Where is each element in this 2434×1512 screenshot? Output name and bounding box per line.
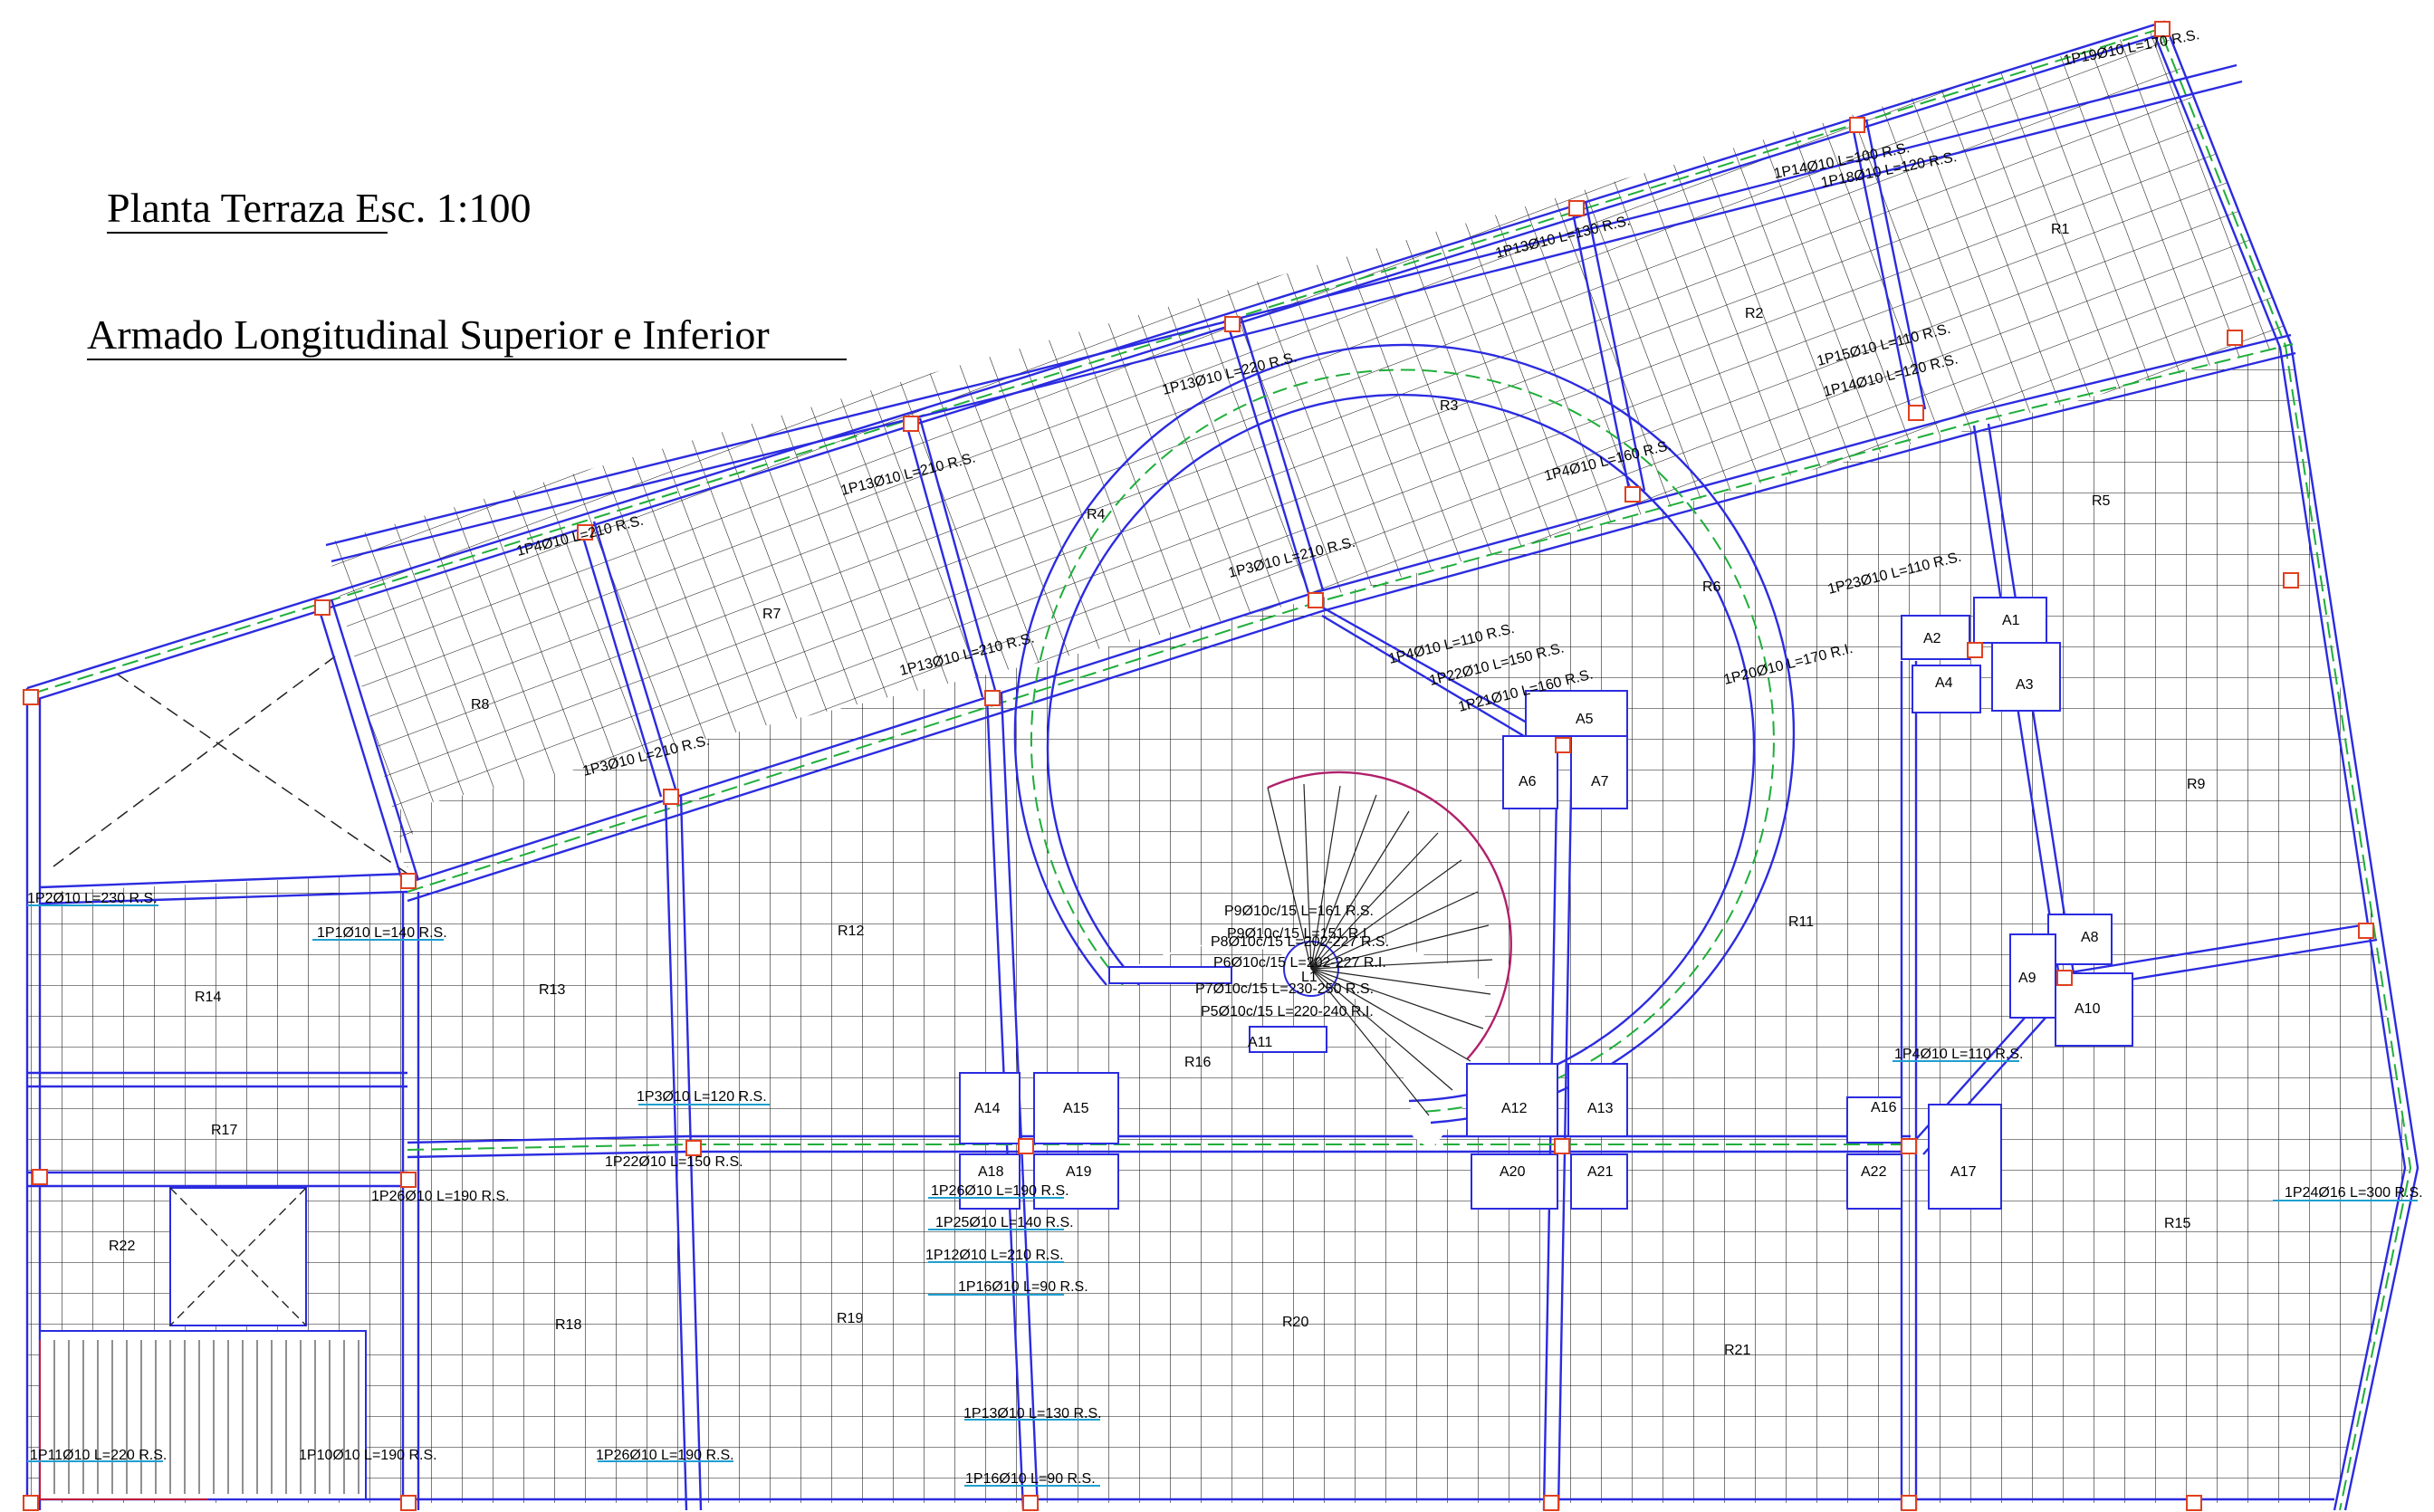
slab-label: R18 xyxy=(555,1317,581,1333)
rebar-label: 1P26Ø10 L=190 R.S. xyxy=(596,1448,734,1463)
abaco-label: A21 xyxy=(1587,1164,1614,1180)
abaco-labels: A1 A2 A3 A4 A5 A6 A7 A8 A9 A10 A11 A12 A… xyxy=(974,613,2101,1180)
stair-label: L1 xyxy=(1301,970,1318,985)
rebar-label: 1P16Ø10 L=90 R.S. xyxy=(958,1279,1088,1295)
slab-label: R7 xyxy=(762,607,781,622)
reinforcement-title: Armado Longitudinal Superior e Inferior xyxy=(87,311,770,358)
slab-label: R15 xyxy=(2164,1216,2190,1231)
void-area xyxy=(36,616,408,892)
slab-label: R22 xyxy=(109,1239,135,1254)
slab-label: R2 xyxy=(1745,306,1764,321)
slab-label: R6 xyxy=(1702,579,1721,595)
abaco-label: A11 xyxy=(1248,1035,1272,1050)
abaco-label: A5 xyxy=(1576,712,1594,727)
abaco-boxes xyxy=(959,597,2133,1210)
rebar-label: P8Ø10c/15 L=202-227 R.S. xyxy=(1211,934,1389,950)
rebar-label: 1P16Ø10 L=90 R.S. xyxy=(965,1471,1096,1487)
rebar-label: 1P1Ø10 L=140 R.S. xyxy=(317,925,447,941)
rebar-label: P6Ø10c/15 L=202-227 R.I. xyxy=(1213,955,1386,971)
abaco-label: A16 xyxy=(1871,1100,1897,1115)
abaco-label: A14 xyxy=(974,1101,1001,1116)
plan-title: Planta Terraza Esc. 1:100 xyxy=(107,185,532,231)
slab-label: R19 xyxy=(837,1311,863,1326)
rebar-label: 1P24Ø16 L=300 R.S. xyxy=(2285,1185,2423,1201)
abaco-label: A19 xyxy=(1066,1164,1092,1180)
abaco-label: A22 xyxy=(1861,1164,1887,1180)
rebar-label: 1P4Ø10 L=110 R.S. xyxy=(1894,1047,2023,1062)
abaco-label: A15 xyxy=(1063,1101,1089,1116)
slab-label: R3 xyxy=(1440,398,1459,414)
rebar-label: 1P10Ø10 L=190 R.S. xyxy=(299,1448,437,1463)
rebar-leaders xyxy=(27,904,2418,1487)
rebar-label: 1P26Ø10 L=190 R.S. xyxy=(371,1189,510,1204)
rebar-label: P9Ø10c/15 L=161 R.S. xyxy=(1224,904,1374,919)
slab-label: R20 xyxy=(1282,1315,1308,1330)
abaco-label: A8 xyxy=(2081,930,2099,945)
secondary-beams-upper xyxy=(315,119,1927,884)
rebar-label: 1P13Ø10 L=130 R.S. xyxy=(963,1406,1102,1421)
spiral-staircase xyxy=(1013,343,1796,1150)
slab-label: R4 xyxy=(1087,507,1106,522)
slab-label: R14 xyxy=(195,990,221,1005)
rebar-label: 1P3Ø10 L=120 R.S. xyxy=(637,1089,767,1105)
columns xyxy=(23,21,2374,1511)
abaco-label: A3 xyxy=(2016,677,2034,693)
main-diagonal-beam xyxy=(40,63,2296,905)
stairwell-void xyxy=(39,1187,367,1500)
slab-label: R1 xyxy=(2051,222,2070,237)
rebar-label: 1P11Ø10 L=220 R.S. xyxy=(30,1448,167,1463)
abaco-label: A1 xyxy=(2002,613,2020,628)
abaco-label: A20 xyxy=(1500,1164,1526,1180)
abaco-label: A4 xyxy=(1935,675,1953,691)
rebar-label: 1P12Ø10 L=210 R.S. xyxy=(925,1248,1064,1263)
slab-label: R17 xyxy=(211,1123,237,1138)
abaco-label: A13 xyxy=(1587,1101,1614,1116)
slab-labels: R1 R2 R3 R4 R5 R6 R7 R8 R9 R11 R12 R13 R… xyxy=(109,222,2206,1358)
slab-label: R21 xyxy=(1724,1343,1750,1358)
rebar-label: 1P26Ø10 L=190 R.S. xyxy=(931,1183,1069,1199)
rebar-label: P9Ø10c/15 L=151 R.I. xyxy=(1227,926,1371,942)
rebar-label: 1P22Ø10 L=150 R.S. xyxy=(605,1154,743,1170)
abaco-label: A18 xyxy=(978,1164,1004,1180)
abaco-label: A9 xyxy=(2018,971,2036,986)
rebar-label: 1P25Ø10 L=140 R.S. xyxy=(935,1215,1074,1230)
abaco-label: A12 xyxy=(1501,1101,1528,1116)
slab-label: R16 xyxy=(1184,1055,1211,1070)
slab-label: R13 xyxy=(539,982,565,998)
slab-label: R11 xyxy=(1788,914,1814,930)
slab-label: R9 xyxy=(2187,777,2206,792)
abaco-label: A17 xyxy=(1950,1164,1977,1180)
slab-label: R5 xyxy=(2092,493,2111,509)
rebar-label: P5Ø10c/15 L=220-240 R.I. xyxy=(1201,1004,1374,1019)
abaco-label: A7 xyxy=(1591,774,1609,789)
rebar-label: P7Ø10c/15 L=230-250 R.S. xyxy=(1195,981,1374,997)
rebar-label: 1P2Ø10 L=230 R.S. xyxy=(27,891,158,906)
abaco-label: A2 xyxy=(1923,631,1941,646)
slab-label: R8 xyxy=(471,697,490,713)
abaco-label: A6 xyxy=(1519,774,1537,789)
slab-label: R12 xyxy=(838,923,864,939)
abaco-label: A10 xyxy=(2075,1001,2101,1017)
